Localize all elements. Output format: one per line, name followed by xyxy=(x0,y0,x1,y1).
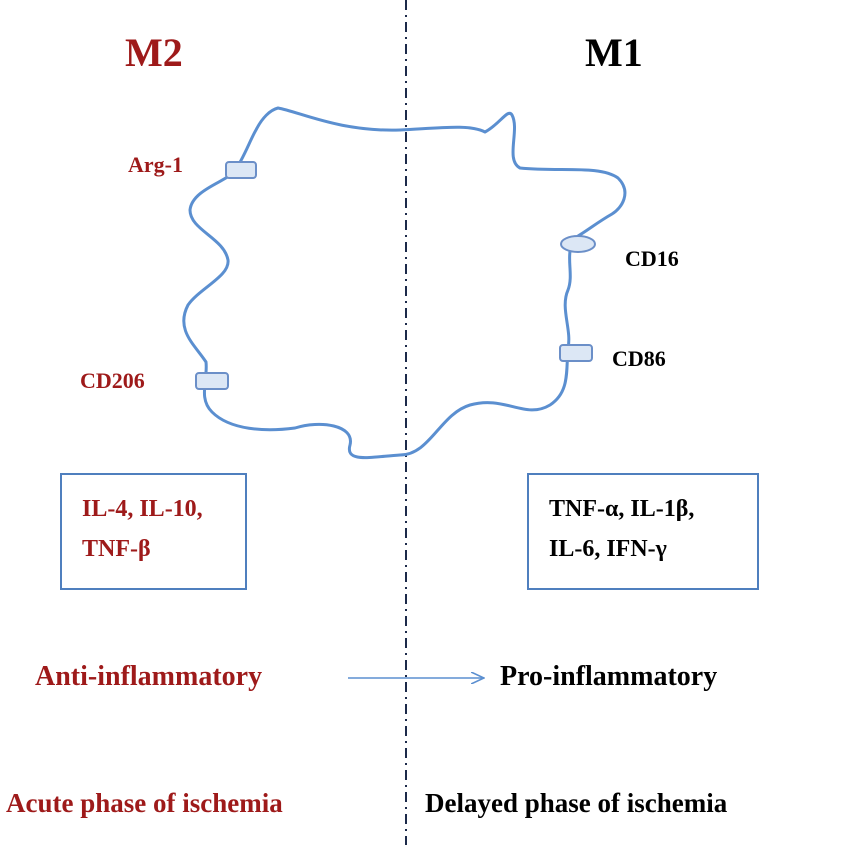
marker-arg1-label: Arg-1 xyxy=(128,152,183,177)
m2-cytokine-box: IL-4, IL-10, TNF-β xyxy=(60,473,247,590)
m1-title: M1 xyxy=(585,30,643,75)
cell-membrane xyxy=(182,106,627,460)
cd16-receptor xyxy=(560,235,596,253)
cd206-receptor xyxy=(195,372,229,390)
arg1-receptor xyxy=(225,161,257,179)
m1-cytokine-box: TNF-α, IL-1β, IL-6, IFN-γ xyxy=(527,473,759,590)
m2-title: M2 xyxy=(125,30,183,75)
m2-cytokine-line-2: TNF-β xyxy=(82,536,151,562)
anti-inflammatory-label: Anti-inflammatory xyxy=(35,661,263,692)
m1-cytokine-line-2: IL-6, IFN-γ xyxy=(549,536,667,562)
delayed-phase-label: Delayed phase of ischemia xyxy=(425,788,728,818)
marker-cd86-label: CD86 xyxy=(612,346,666,371)
marker-cd206-label: CD206 xyxy=(80,368,145,393)
acute-phase-label: Acute phase of ischemia xyxy=(6,788,283,818)
cd86-receptor xyxy=(559,344,593,362)
pro-inflammatory-label: Pro-inflammatory xyxy=(500,661,718,692)
marker-cd16-label: CD16 xyxy=(625,246,679,271)
m2-cytokine-line-1: IL-4, IL-10, xyxy=(82,496,203,522)
m1-cytokine-line-1: TNF-α, IL-1β, xyxy=(549,496,695,522)
